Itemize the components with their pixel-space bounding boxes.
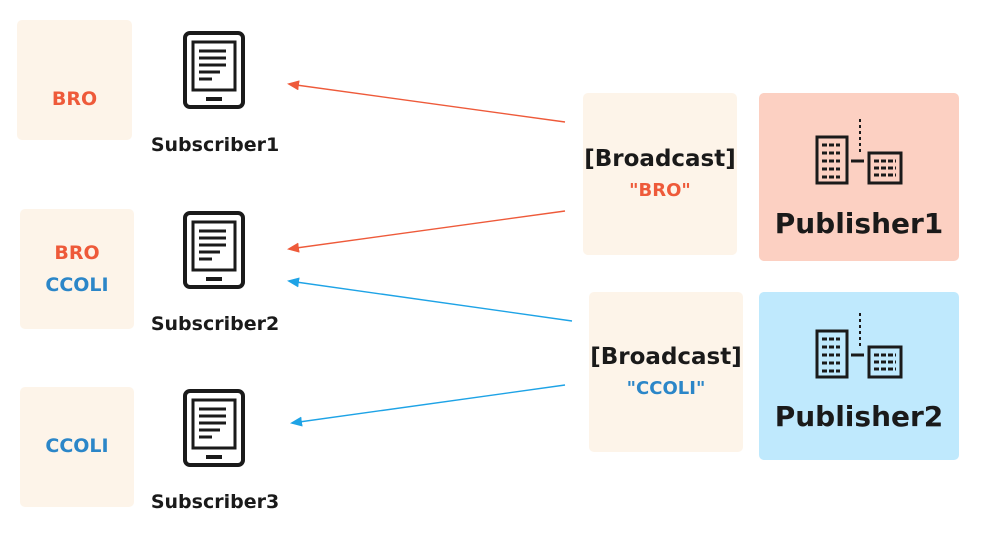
broadcast-ccoli-box: [Broadcast] "CCOLI" xyxy=(589,292,743,452)
broadcast-bro-title: [Broadcast] xyxy=(584,146,736,172)
broadcast-bro-topic: "BRO" xyxy=(629,180,691,201)
ereader-device-icon xyxy=(183,389,245,467)
broadcasting-buildings-icon xyxy=(815,119,903,185)
subscriber1-topic-bro: BRO xyxy=(51,88,98,110)
subscriber2-topics-box: BRO CCOLI xyxy=(20,209,134,329)
broadcast-ccoli-title: [Broadcast] xyxy=(590,344,742,370)
arrow-bro-to-subscriber2 xyxy=(287,210,566,253)
publisher1-card: Publisher1 xyxy=(759,93,959,261)
subscriber3-topics-box: CCOLI xyxy=(20,387,134,507)
subscriber2-topic-ccoli: CCOLI xyxy=(45,274,109,296)
ereader-device-icon xyxy=(183,31,245,109)
arrow-ccoli-to-subscriber2 xyxy=(287,277,573,322)
subscriber1-label: Subscriber1 xyxy=(150,134,280,156)
publisher2-label: Publisher2 xyxy=(774,400,944,433)
broadcast-bro-box: [Broadcast] "BRO" xyxy=(583,93,737,255)
subscriber2-label: Subscriber2 xyxy=(150,313,280,335)
arrow-bro-to-subscriber1 xyxy=(287,80,566,123)
publisher1-label: Publisher1 xyxy=(774,207,944,240)
broadcasting-buildings-icon xyxy=(815,313,903,379)
arrow-ccoli-to-subscriber3 xyxy=(290,384,566,427)
subscriber3-label: Subscriber3 xyxy=(150,491,280,513)
ereader-device-icon xyxy=(183,211,245,289)
publisher2-card: Publisher2 xyxy=(759,292,959,460)
broadcast-ccoli-topic: "CCOLI" xyxy=(626,378,706,399)
subscriber2-topic-bro: BRO xyxy=(54,242,100,264)
subscriber3-topic-ccoli: CCOLI xyxy=(45,435,109,457)
subscriber1-topics-box: BRO xyxy=(17,20,132,140)
